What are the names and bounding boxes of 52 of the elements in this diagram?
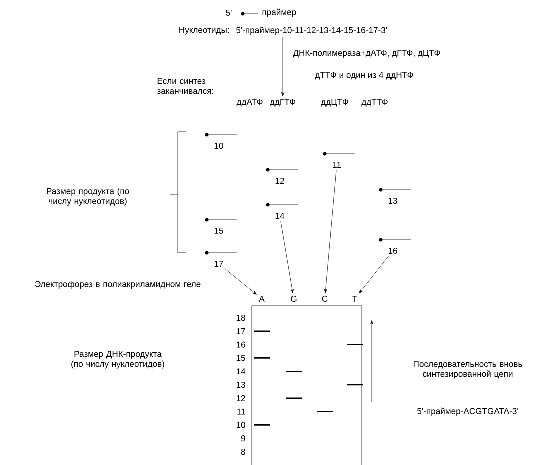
ladder-number: 9: [241, 436, 246, 442]
ladder-number: 16: [236, 342, 246, 348]
dna-fragment: 15: [205, 218, 238, 234]
ladder-number: 17: [236, 328, 246, 334]
arrow: [324, 170, 337, 294]
column-heading: ддЦТФ: [321, 99, 348, 107]
step-label: Электрофорез в полиакриламидном геле: [35, 281, 201, 289]
node-label: 15: [214, 228, 224, 234]
column-heading: ддАТФ: [236, 99, 263, 107]
lane-label: G: [291, 296, 297, 302]
ladder-number: 13: [236, 382, 246, 388]
primer-end-label: 5': [226, 10, 232, 16]
ladder-number: 14: [236, 368, 246, 375]
dna-fragment: 16: [379, 238, 412, 254]
axis-label: Размер ДНК-продукта (по числу нуклеотидов): [72, 351, 164, 369]
ladder-number: 12: [236, 395, 246, 402]
result-label: Последовательность вновь синтезированной цепи: [414, 361, 522, 379]
row-label: Нуклеотиды:: [180, 27, 230, 35]
arrow: [280, 220, 294, 294]
dna-fragment: 12: [266, 168, 298, 184]
sequence-result: 5'-праймер-ACGTGATA-3': [418, 408, 518, 416]
dna-fragment: 14: [266, 203, 298, 219]
dna-fragment: 13: [379, 188, 412, 204]
node-label: 14: [276, 213, 285, 219]
node-label: 11: [333, 162, 342, 168]
lane-label: T: [352, 296, 358, 302]
node-label: 10: [214, 142, 224, 150]
ladder-number: 18: [236, 314, 246, 322]
ladder-number: 15: [236, 355, 246, 362]
axis-label: Размер продукта (по числу нуклеотидов): [47, 188, 130, 206]
row-label: Если синтез заканчивался:: [157, 78, 214, 94]
ladder-number: 11: [238, 408, 246, 415]
lane-label: A: [259, 296, 265, 302]
sequence-text: 5'-праймер-10-11-12-13-14-15-16-17-3': [236, 26, 388, 36]
node-label: 12: [276, 178, 284, 184]
node-label: 16: [388, 248, 398, 254]
ladder-number: 10: [236, 422, 246, 428]
node-label: 13: [388, 198, 398, 204]
lane-label: C: [322, 296, 328, 302]
reaction-note: ДНК-полимераза+дАТФ, дГТФ, дЦТФ: [293, 50, 440, 58]
dna-fragment: 17: [205, 251, 238, 267]
column-heading: ддТТФ: [362, 99, 388, 107]
arrow: [282, 37, 285, 97]
dna-fragment: 11: [323, 152, 356, 168]
column-heading: ддГТФ: [270, 99, 296, 107]
arrow: [359, 256, 390, 294]
primer-label: праймер: [262, 8, 296, 18]
arrow: [224, 268, 257, 295]
reaction-note: дТТФ и один из 4 ддНТФ: [315, 72, 414, 80]
dna-fragment: 10: [205, 133, 238, 150]
node-label: 17: [214, 261, 224, 267]
ladder-number: 8: [241, 448, 246, 456]
